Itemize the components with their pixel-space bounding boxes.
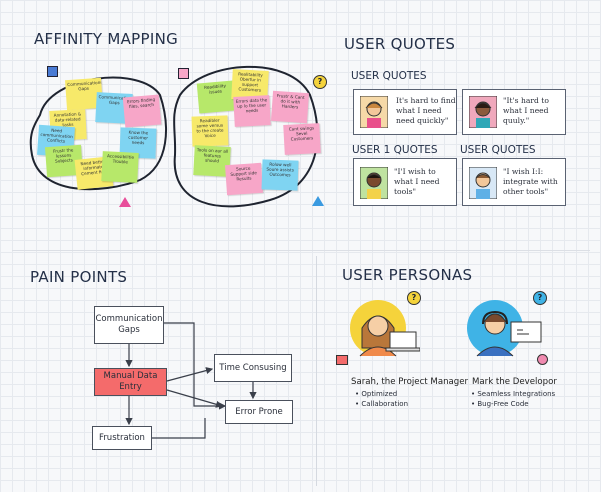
flow-node-frustration[interactable]: Frustration (92, 426, 152, 450)
persona-sarah-avatar[interactable] (348, 298, 420, 360)
persona-trait: • Seamless Integrations (471, 390, 556, 398)
flow-node-time-consuming[interactable]: Time Consusing (214, 354, 292, 382)
quote-text: "It's hard to what I need quuly." (503, 96, 549, 125)
section-divider-horizontal (12, 250, 590, 251)
persona-trait: • Bug-Free Code (471, 400, 529, 408)
persona-trait: • Optimized (355, 390, 398, 398)
quote-card[interactable]: "It's hard to what I need quuly." (462, 89, 566, 135)
user-avatar-icon (360, 96, 388, 128)
quote-card[interactable]: "I wish I:I: integrate with other tools" (462, 158, 566, 206)
quote-text: "I'I wish to what I need tools" (394, 167, 440, 196)
pain-points-title: PAIN POINTS (30, 268, 128, 286)
quote-card[interactable]: It's hard to find what I need need quick… (353, 89, 457, 135)
quote-text: It's hard to find what I need need quick… (396, 96, 456, 125)
question-icon: ? (533, 291, 547, 305)
chat-icon (336, 355, 348, 365)
quotes-subheading: USER QUOTES (351, 70, 427, 82)
quotes-subheading: USER QUOTES (460, 144, 536, 156)
user-avatar-icon (360, 167, 388, 199)
user-avatar-icon (469, 96, 497, 128)
user-avatar-icon (469, 167, 497, 199)
flow-node-error-prone[interactable]: Error Prone (225, 400, 293, 424)
sticky-icon (178, 68, 189, 79)
chat-icon (537, 354, 548, 365)
persona-trait: • Callaboration (355, 400, 409, 408)
shape-icon (119, 197, 131, 207)
affinity-cluster-outlines (29, 65, 319, 208)
quote-card[interactable]: "I'I wish to what I need tools" (353, 158, 457, 206)
flow-node-communication-gaps[interactable]: Communication Gaps (94, 306, 164, 344)
persona-name: Sarah, the Project Manager (351, 377, 469, 387)
question-icon: ? (313, 75, 327, 89)
persona-name: Mark the Developor (472, 377, 557, 387)
section-divider-vertical (316, 256, 317, 486)
affinity-mapping-title: AFFINITY MAPPING (34, 30, 179, 48)
question-icon: ? (407, 291, 421, 305)
quotes-subheading: USER 1 QUOTES (352, 144, 438, 156)
shape-icon (312, 196, 324, 206)
flow-node-manual-data-entry[interactable]: Manual Data Entry (94, 368, 167, 396)
sticky-icon (47, 66, 58, 77)
persona-mark-avatar[interactable] (465, 298, 545, 360)
user-quotes-title: USER QUOTES (344, 35, 456, 53)
quote-text: "I wish I:I: integrate with other tools" (503, 167, 558, 196)
user-personas-title: USER PERSONAS (342, 266, 473, 284)
